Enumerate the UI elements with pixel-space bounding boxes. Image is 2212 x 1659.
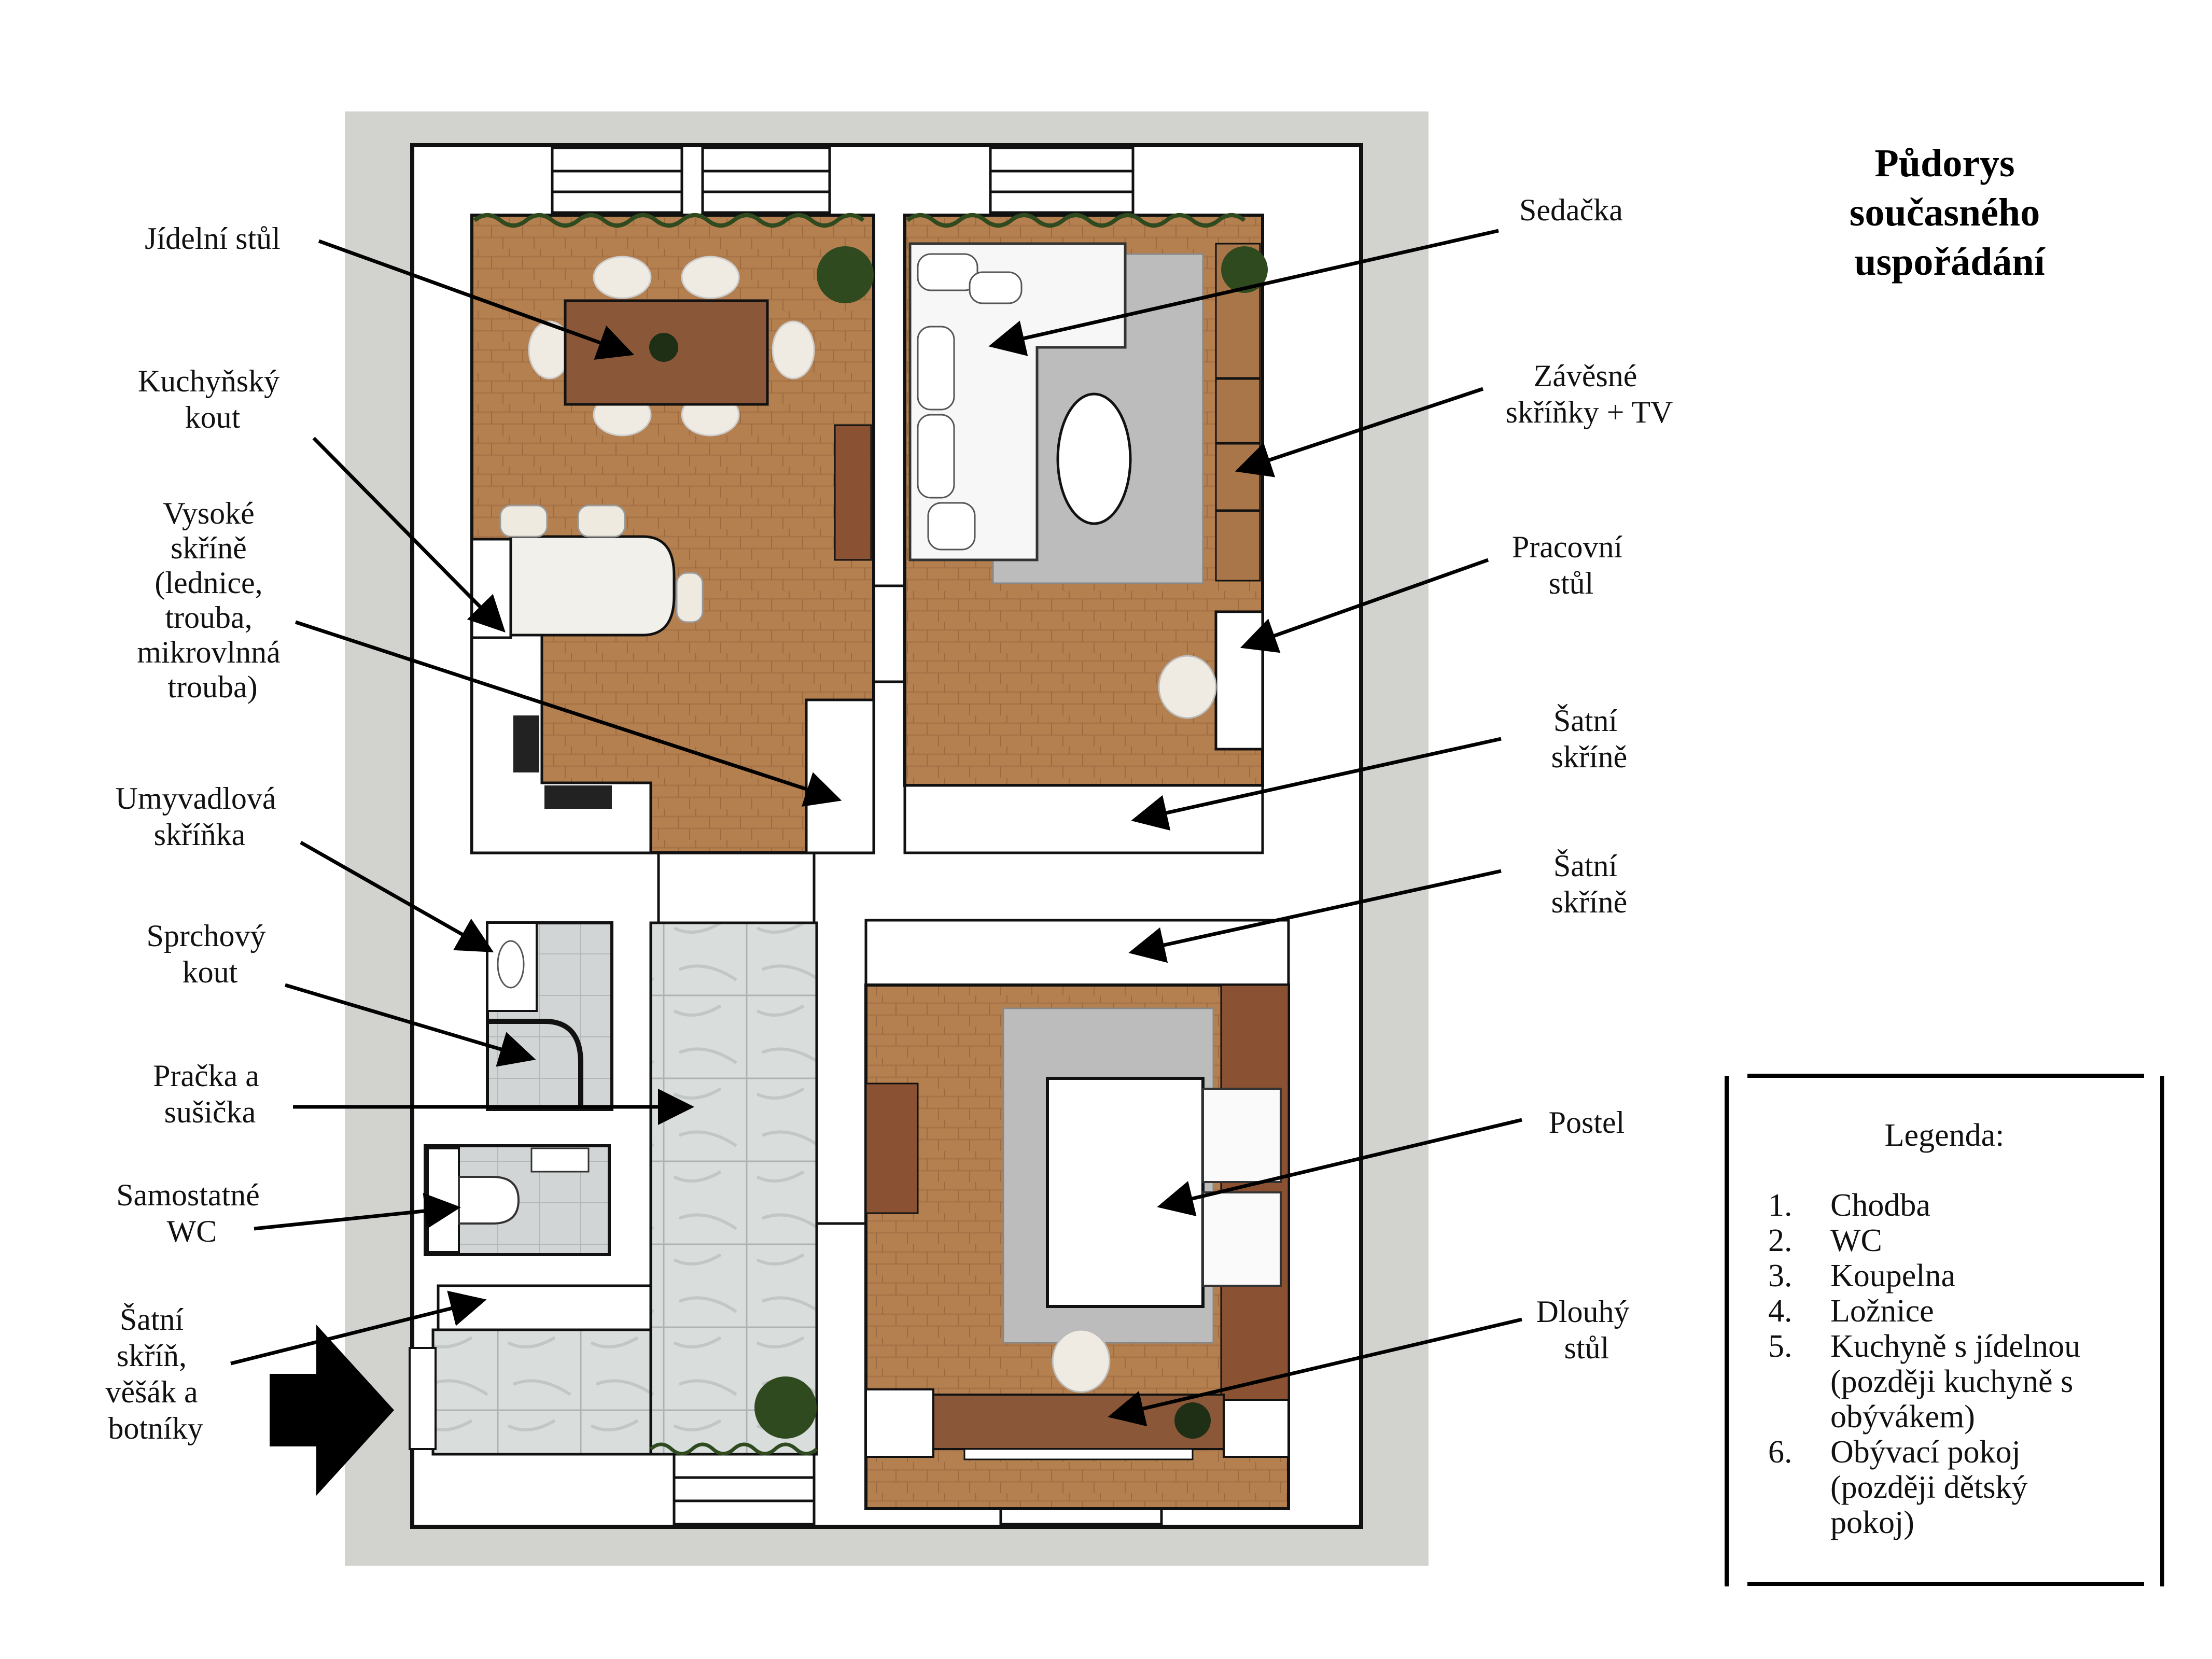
legend-number: 3. — [1768, 1258, 1793, 1294]
legend-number: 2. — [1768, 1223, 1793, 1258]
title-line: uspořádání — [1854, 240, 2046, 284]
legend-number: 5. — [1768, 1329, 1793, 1364]
legend-item-text: WC — [1830, 1223, 1882, 1258]
windows-top — [551, 146, 1135, 214]
legend-item-text: Ložnice — [1830, 1294, 1934, 1329]
label-satni-2: Šatní skříně — [1551, 849, 1628, 919]
pointer-arrows — [230, 229, 1522, 1427]
legend-heading: Legenda: — [1885, 1118, 2005, 1153]
kitchen-island — [509, 535, 676, 637]
title: Půdorys současného uspořádání — [1850, 142, 2050, 284]
tv-unit — [1215, 243, 1261, 582]
wardrobe-living — [903, 784, 1264, 854]
room-living — [903, 213, 1268, 854]
label-satni-1: Šatní skříně — [1551, 704, 1628, 774]
legend-item-text: (později dětský — [1830, 1470, 2028, 1505]
label-postel: Postel — [1549, 1105, 1625, 1140]
legend-item-text: Obývací pokoj — [1830, 1435, 2021, 1470]
legend-number: 1. — [1768, 1188, 1793, 1223]
label-sedacka: Sedačka — [1519, 193, 1623, 227]
label-satni-skrin: Šatní skříň, věšák a botníky — [105, 1302, 205, 1445]
title-line: současného — [1850, 191, 2040, 234]
label-pracovni: Pracovní stůl — [1512, 530, 1630, 600]
label-vysoke-skrine: Vysoké skříně (lednice, trouba, mikrovln… — [137, 496, 288, 704]
room-kitchen — [470, 213, 875, 854]
legend-item-text: (později kuchyně s — [1830, 1364, 2073, 1399]
label-jidelni-stul: Jídelní stůl — [145, 221, 281, 256]
legend-number: 4. — [1768, 1294, 1793, 1329]
entrance-arrow — [270, 1325, 394, 1496]
label-sprchovy: Sprchový kout — [147, 919, 274, 989]
label-kuchynsky-kout: Kuchyňský kout — [138, 364, 287, 434]
label-umyvadlova: Umyvadlová skříňka — [116, 781, 284, 852]
legend-item-text: Kuchyně s jídelnou — [1830, 1329, 2080, 1364]
legend-item-text: pokoj) — [1830, 1505, 1914, 1540]
wardrobe-bedroom — [864, 919, 1290, 987]
title-line: Půdorys — [1874, 142, 2014, 185]
tall-cabinet — [805, 698, 875, 854]
room-hallway — [409, 921, 818, 1456]
room-wc — [424, 1144, 611, 1256]
legend: Legenda: 1. Chodba 2. WC 3. Koupelna 4. Ložnice… — [1725, 1074, 2164, 1586]
legend-item-text: obývákem) — [1830, 1399, 1975, 1435]
room-bedroom — [864, 919, 1290, 1510]
legend-item-text: Koupelna — [1830, 1258, 1955, 1294]
coffee-table — [1056, 392, 1132, 525]
label-wc: Samostatné WC — [116, 1178, 268, 1248]
legend-item-text: Chodba — [1830, 1188, 1930, 1223]
sofa — [908, 242, 1127, 561]
hall-wardrobe — [437, 1284, 652, 1331]
label-dlouhy: Dlouhý stůl — [1536, 1295, 1637, 1365]
work-desk — [1214, 610, 1264, 751]
legend-number: 6. — [1768, 1435, 1793, 1470]
legend-items: 1. Chodba 2. WC 3. Koupelna 4. Ložnice 5. Kuchyně… — [1768, 1188, 2080, 1540]
bed — [1046, 1077, 1205, 1308]
label-zavesne: Závěsné skříňky + TV — [1506, 359, 1673, 429]
label-pracka: Pračka a sušička — [153, 1059, 267, 1129]
